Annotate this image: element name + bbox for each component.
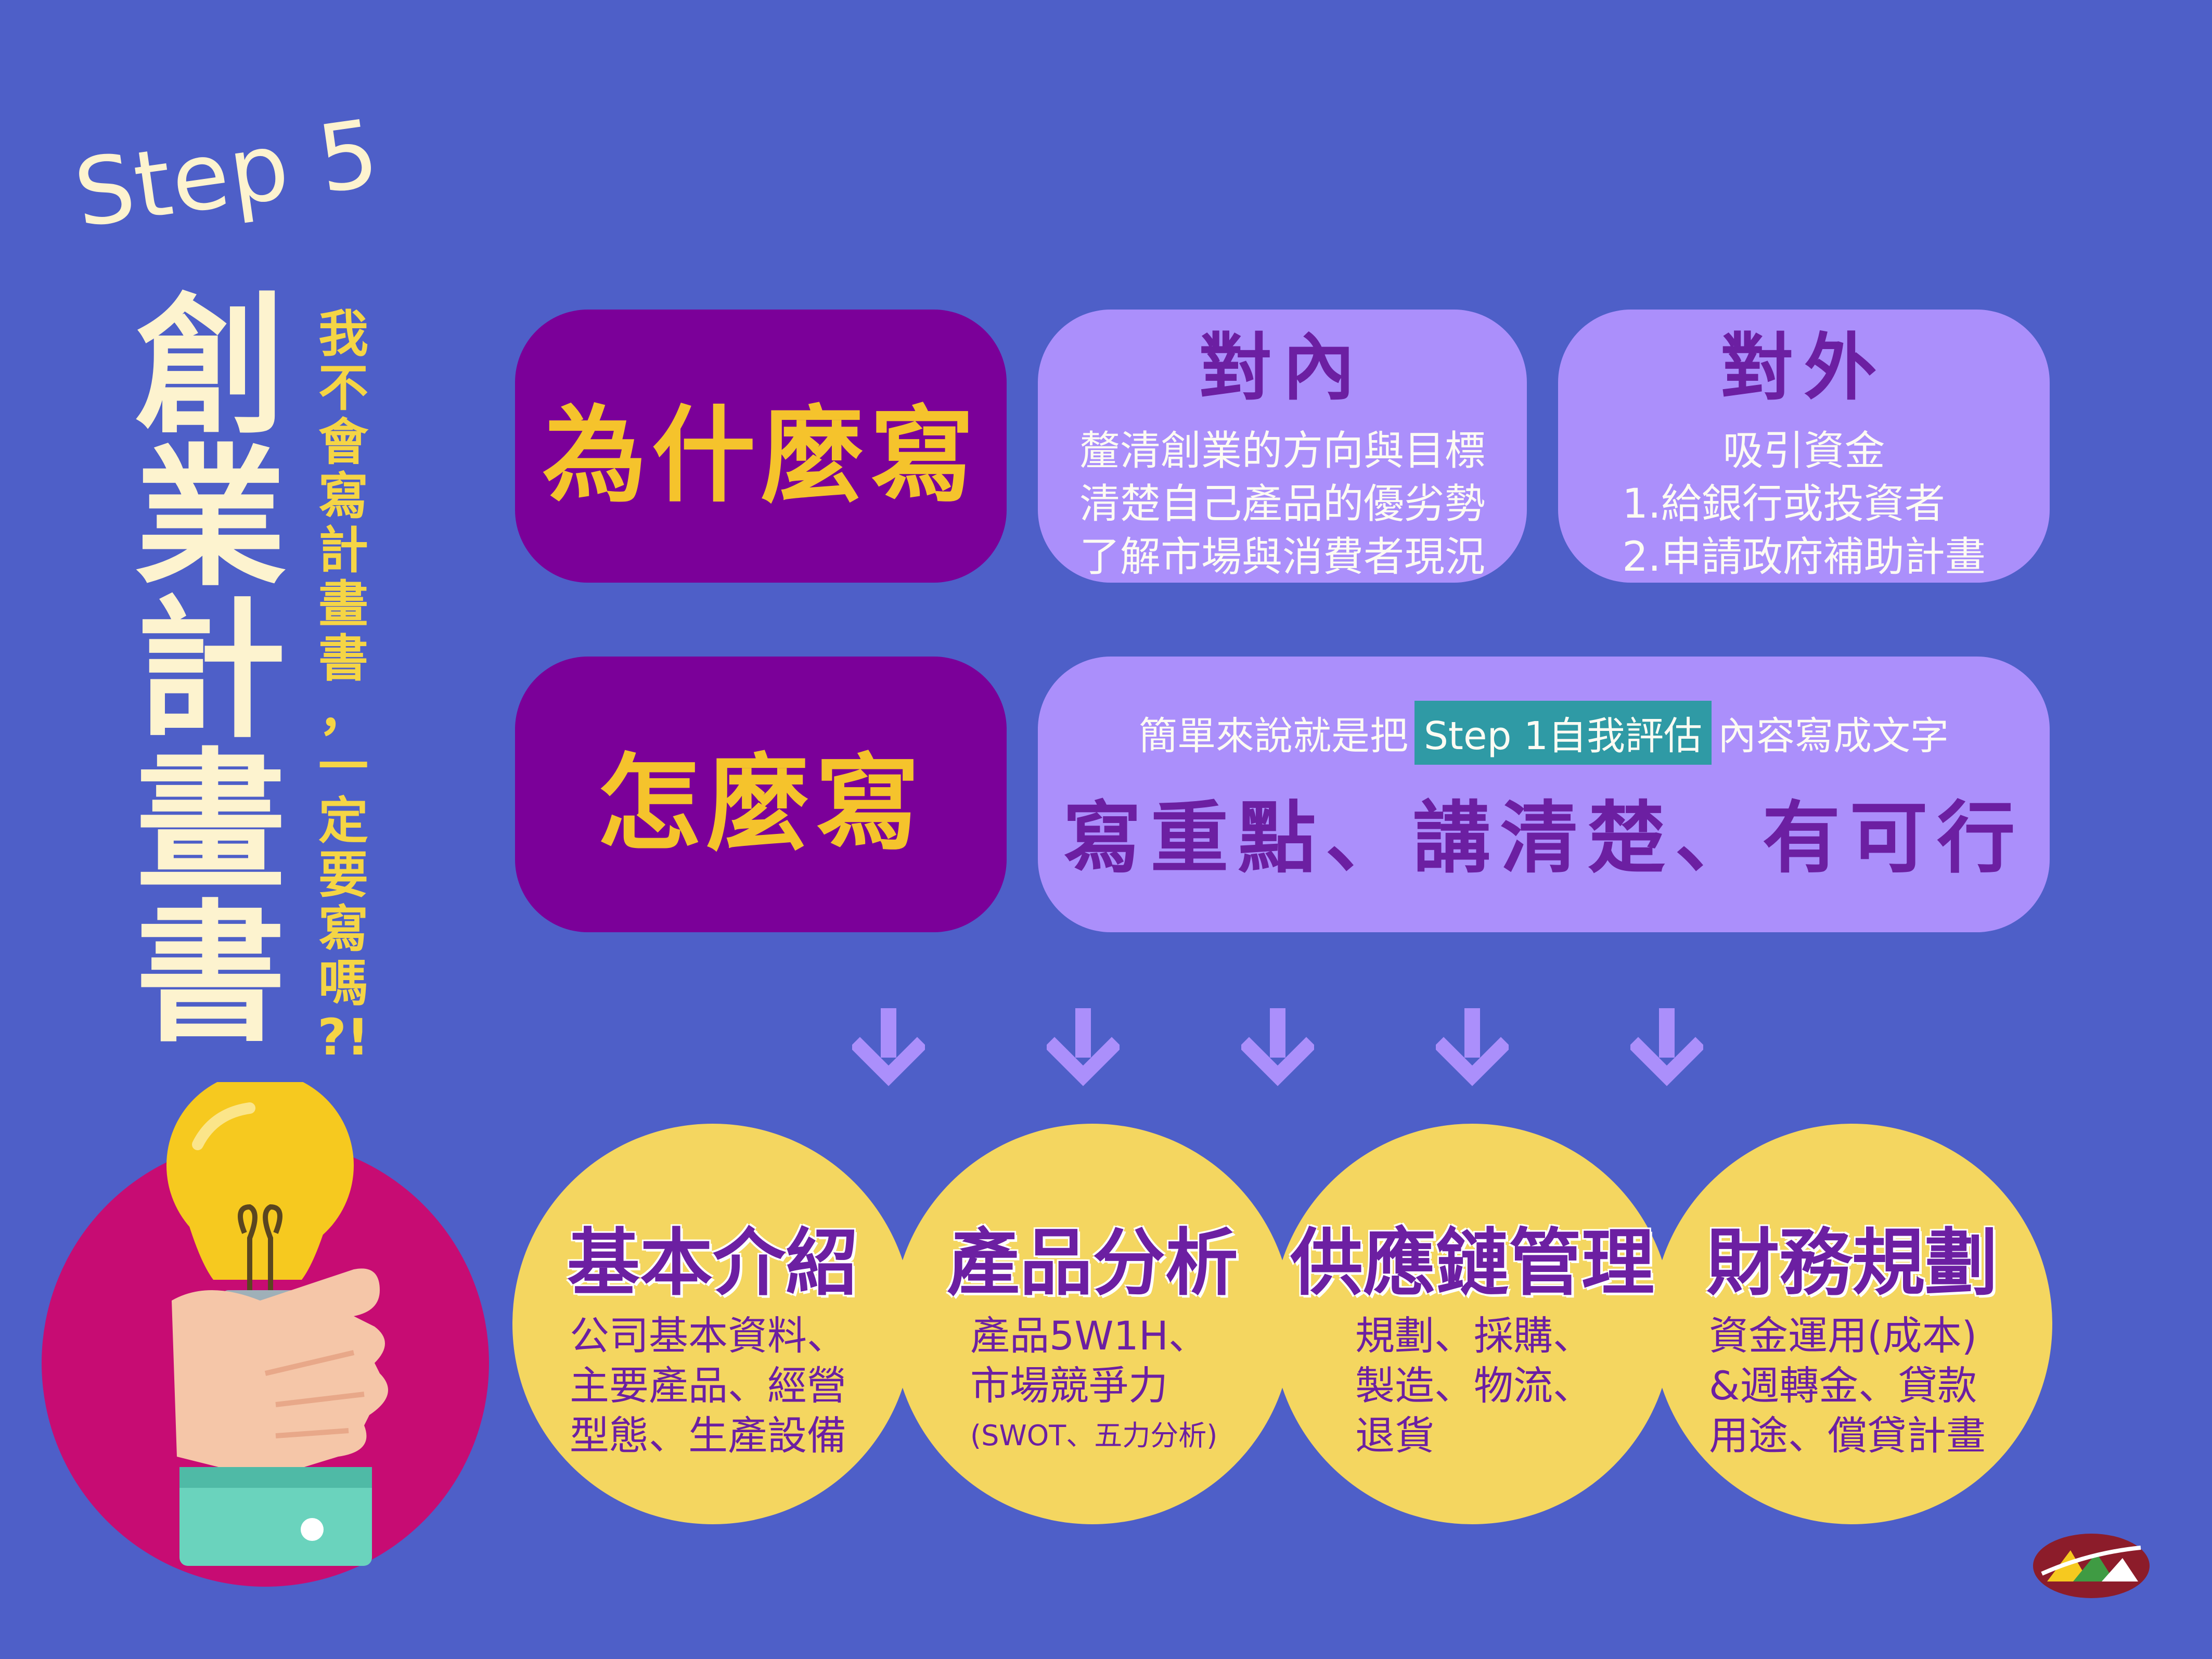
external-line: 1.給銀行或投資者	[1622, 480, 1945, 528]
sub-title-char: 我	[318, 305, 368, 363]
arrow-down-icon	[852, 1008, 925, 1086]
section-title: 財務規劃	[1706, 1221, 1998, 1306]
section-line: 資金運用(成本)	[1709, 1313, 1977, 1359]
section-text: 規劃、採購、 製造、物流、 退貨	[1355, 1311, 1592, 1461]
sub-title-char: 不	[318, 359, 368, 417]
why-heading: 為什麼寫	[542, 395, 980, 517]
section-text: 資金運用(成本) &週轉金、貸款 用途、償貸計畫	[1709, 1311, 1986, 1461]
main-title-char: 創	[135, 279, 286, 455]
section-note: (SWOT、五力分析)	[970, 1419, 1218, 1452]
step-label: Step 5	[68, 99, 386, 249]
section-line: 公司基本資料、	[570, 1313, 846, 1359]
sub-title-char: 畫	[318, 575, 368, 634]
logo-mark	[2033, 1534, 2150, 1598]
internal-line: 了解市場與消費者現況	[1079, 533, 1485, 581]
sub-title-char: 要	[318, 846, 368, 904]
how-heading: 怎麼寫	[597, 743, 925, 865]
main-title: 創 業 計 畫 書	[125, 291, 297, 1051]
section-basic-intro: 基本介紹 公司基本資料、 主要產品、經營 型態、生產設備	[512, 1124, 913, 1524]
section-title: 產品分析	[946, 1221, 1238, 1306]
arrow-down-icon	[1241, 1008, 1314, 1086]
how-content-box: 簡單來說就是把 Step 1自我評估 內容寫成文字 寫重點、講清楚、有可行	[1038, 657, 2050, 932]
section-title: 供應鏈管理	[1290, 1221, 1654, 1306]
how-intro: 簡單來說就是把 Step 1自我評估 內容寫成文字	[1139, 701, 1949, 765]
section-supply-chain: 供應鏈管理 規劃、採購、 製造、物流、 退貨	[1272, 1124, 1673, 1524]
sub-title-char: 計	[318, 521, 368, 580]
section-financial-plan: 財務規劃 資金運用(成本) &週轉金、貸款 用途、償貸計畫	[1652, 1124, 2052, 1524]
sub-title-char: 寫	[318, 467, 368, 525]
sub-title-char: ?!	[317, 1008, 369, 1066]
internal-box: 對內 釐清創業的方向與目標 清楚自己產品的優劣勢 了解市場與消費者現況	[1038, 310, 1527, 583]
how-intro-before: 簡單來說就是把	[1138, 714, 1408, 758]
section-line: 型態、生產設備	[570, 1412, 846, 1459]
sub-title-char: 定	[318, 792, 368, 850]
sub-title-char: ，	[318, 684, 368, 742]
external-line: 2.申請政府補助計畫	[1622, 533, 1986, 581]
sub-title-char: 寫	[318, 900, 368, 958]
sub-title-char: 一	[318, 738, 368, 796]
internal-title: 對內	[1199, 325, 1366, 410]
section-title: 基本介紹	[567, 1221, 858, 1306]
lightbulb-hand-illustration	[42, 1072, 499, 1602]
why-heading-box: 為什麼寫	[515, 310, 1007, 583]
how-emphasis: 寫重點、講清楚、有可行	[1063, 793, 2025, 884]
main-title-char: 書	[135, 887, 286, 1062]
sub-title-char: 書	[318, 629, 368, 688]
external-line: 吸引資金	[1722, 427, 1885, 474]
section-line: &週轉金、貸款	[1709, 1362, 1977, 1409]
section-text: 公司基本資料、 主要產品、經營 型態、生產設備	[570, 1311, 846, 1461]
section-product-analysis: 產品分析 產品5W1H、 市場競爭力 (SWOT、五力分析)	[892, 1124, 1293, 1524]
internal-line: 釐清創業的方向與目標	[1079, 427, 1485, 474]
section-line: 用途、償貸計畫	[1709, 1412, 1986, 1459]
how-heading-box: 怎麼寫	[515, 657, 1007, 932]
external-box: 對外 吸引資金 1.給銀行或投資者 2.申請政府補助計畫	[1558, 310, 2050, 583]
how-intro-highlight: Step 1自我評估	[1414, 701, 1712, 765]
main-title-char: 業	[135, 431, 286, 607]
section-line: 產品5W1H、	[970, 1313, 1208, 1359]
section-line: 規劃、採購、	[1355, 1313, 1592, 1359]
internal-line: 清楚自己產品的優劣勢	[1079, 480, 1485, 528]
sub-title: 我 不 會 寫 計 畫 書 ， 一 定 要 寫 嗎 ?!	[315, 307, 372, 1064]
main-title-char: 畫	[135, 735, 286, 910]
sub-title-char: 會	[318, 413, 368, 471]
section-line: 退貨	[1355, 1412, 1434, 1459]
section-text: 產品5W1H、 市場競爭力 (SWOT、五力分析)	[970, 1311, 1217, 1461]
external-title: 對外	[1720, 325, 1887, 410]
arrow-down-icon	[1047, 1008, 1120, 1086]
sub-title-char: 嗎	[318, 954, 368, 1012]
how-intro-after: 內容寫成文字	[1718, 714, 1949, 758]
section-line: 製造、物流、	[1355, 1362, 1592, 1409]
section-line: 市場競爭力	[970, 1362, 1168, 1409]
main-title-char: 計	[135, 583, 286, 758]
section-line: 主要產品、經營	[570, 1362, 846, 1409]
arrow-down-icon	[1436, 1008, 1509, 1086]
arrow-down-icon	[1630, 1008, 1703, 1086]
